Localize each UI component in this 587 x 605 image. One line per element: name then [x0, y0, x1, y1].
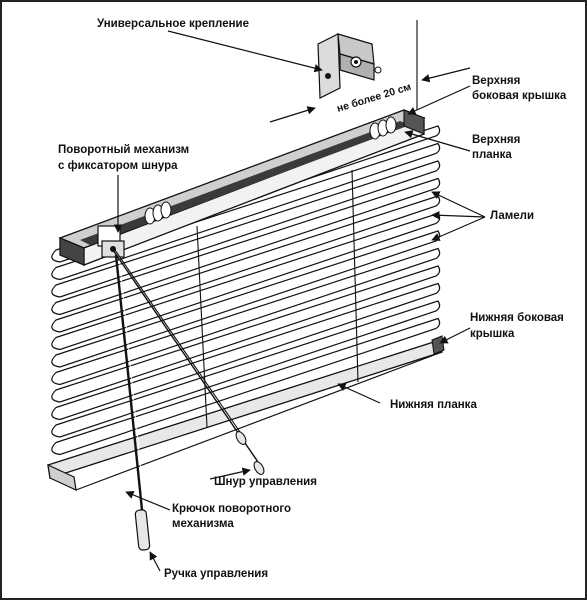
- label-rotary-hook-line1: Крючок поворотного: [172, 503, 291, 515]
- slats-group: [51, 125, 441, 456]
- label-distance-note: не более 20 см: [335, 81, 412, 115]
- slat: [51, 247, 441, 386]
- slat: [51, 265, 441, 403]
- label-universal-mount: Универсальное крепление: [97, 18, 249, 30]
- label-control-wand: Ручка управления: [164, 568, 268, 580]
- slat: [51, 300, 441, 438]
- label-bottom-side-cap-line2: крышка: [470, 328, 515, 340]
- slat: [51, 177, 441, 316]
- top-side-cap-left: [59, 237, 85, 266]
- tilt-drum-right: [369, 116, 397, 140]
- label-top-side-cap-line2: боковая крышка: [472, 90, 567, 102]
- label-bottom-rail: Нижняя планка: [390, 399, 477, 411]
- label-top-rail-line1: Верхняя: [472, 134, 520, 146]
- top-side-cap-right: [403, 109, 425, 135]
- label-rotary-hook-line2: механизма: [172, 518, 234, 530]
- leader-lines: [113, 30, 486, 572]
- ladder-strings: [196, 169, 359, 428]
- distance-dimension: [269, 67, 471, 123]
- label-control-cord: Шнур управления: [214, 476, 317, 488]
- slat: [51, 282, 441, 421]
- slat: [51, 142, 441, 281]
- label-rotary-mechanism-line2: с фиксатором шнура: [58, 160, 178, 172]
- label-top-side-cap-line1: Верхняя: [472, 75, 520, 87]
- tilt-drum-left: [144, 201, 172, 225]
- control-cord: [112, 249, 265, 475]
- label-bottom-side-cap-line1: Нижняя боковая: [470, 312, 564, 324]
- universal-mount: [317, 33, 382, 99]
- label-rotary-mechanism-line1: Поворотный механизм: [58, 144, 189, 156]
- slat: [51, 317, 441, 456]
- control-wand: [114, 254, 151, 551]
- label-slats: Ламели: [490, 210, 534, 222]
- rotary-mechanism: [97, 225, 125, 258]
- label-top-rail-line2: планка: [472, 149, 512, 161]
- slat: [51, 160, 441, 298]
